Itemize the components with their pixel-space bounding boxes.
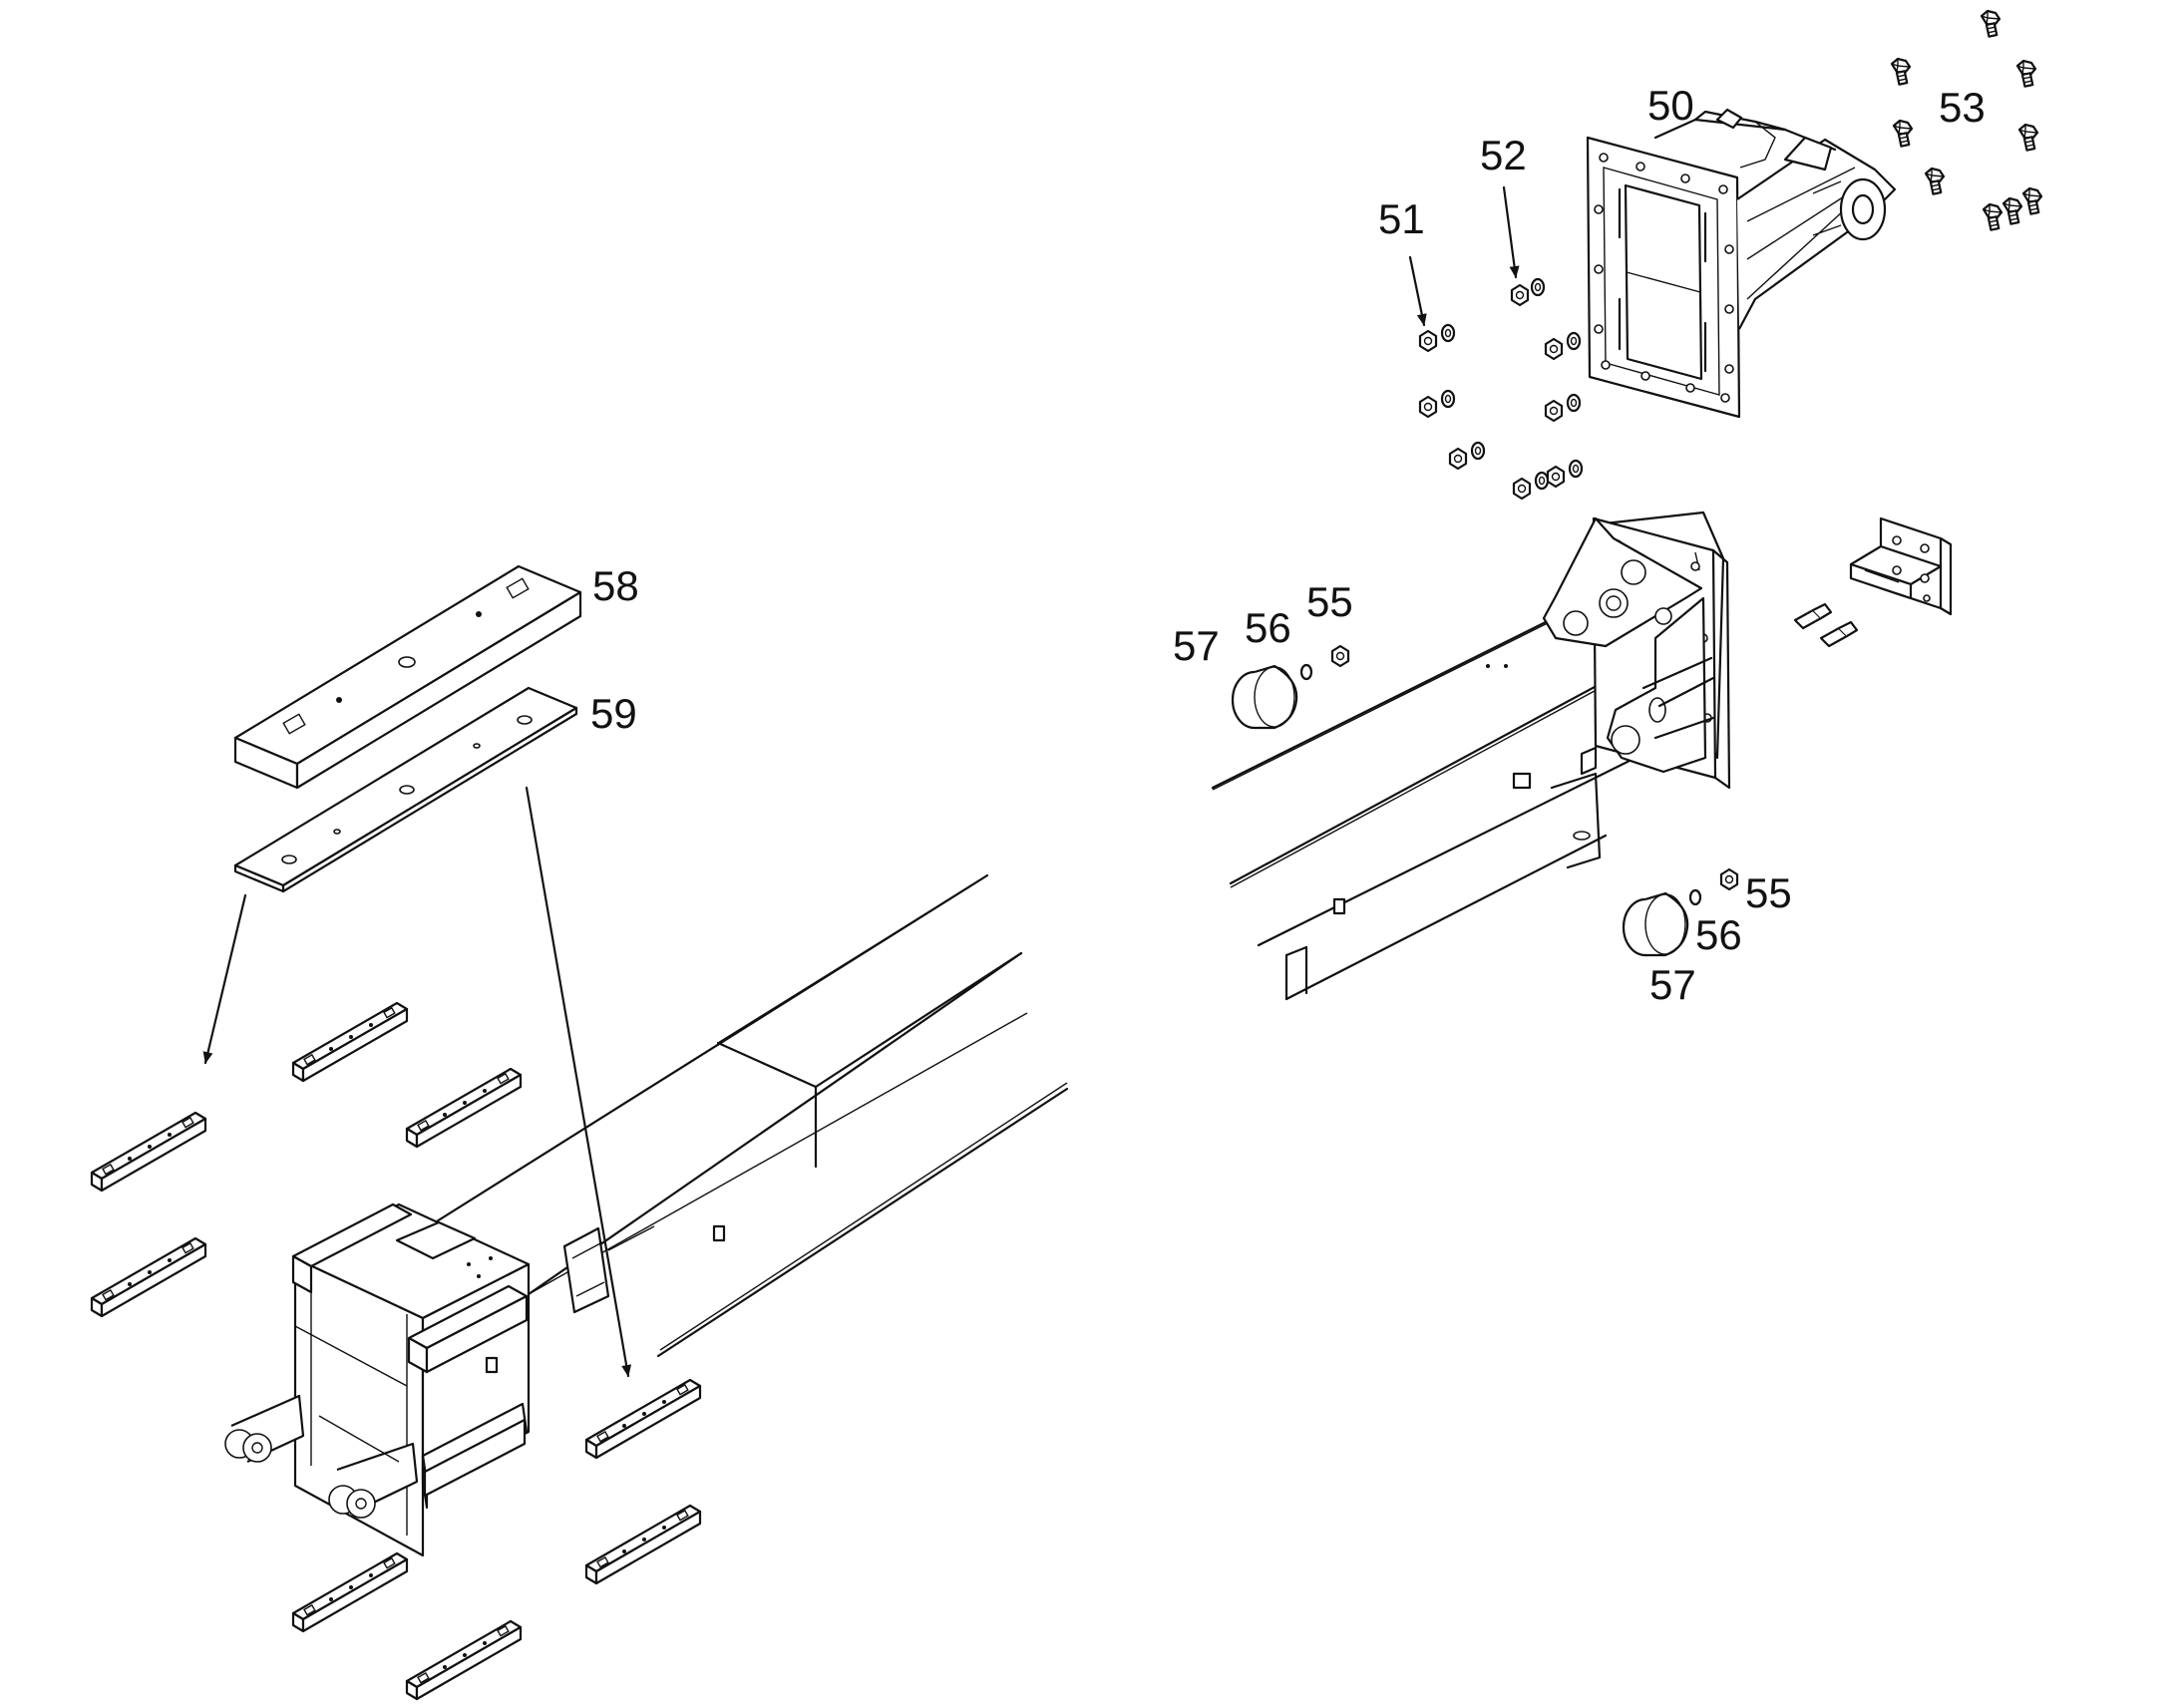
callout-59: 59 <box>590 690 637 737</box>
leader-pad-right <box>525 786 632 1378</box>
callout-50: 50 <box>1647 82 1694 129</box>
callout-52: 52 <box>1480 132 1527 178</box>
boom-section-left <box>224 873 1069 1557</box>
callout-53: 53 <box>1939 84 1986 131</box>
grease-fittings <box>1793 602 1859 648</box>
leader-52 <box>1502 185 1520 279</box>
callout-56-upper: 56 <box>1245 604 1291 651</box>
leader-pad-left <box>202 893 247 1065</box>
slide-pad-58 <box>233 564 582 790</box>
mounting-bracket <box>1849 516 1953 616</box>
nut-washer-set-51-52 <box>1418 277 1584 501</box>
shim-plate-59 <box>233 686 578 893</box>
cap-assembly-upper <box>1231 644 1350 730</box>
cap-assembly-lower <box>1622 867 1739 957</box>
callout-51: 51 <box>1378 195 1425 242</box>
flange-head-50 <box>1586 108 1897 419</box>
leader-51 <box>1408 255 1427 327</box>
callout-55-upper: 55 <box>1306 578 1353 625</box>
callout-55-lower: 55 <box>1745 869 1792 916</box>
callout-56-lower: 56 <box>1695 911 1742 958</box>
callout-57-lower: 57 <box>1649 961 1696 1008</box>
boom-section-right <box>1211 511 1731 1001</box>
callout-58: 58 <box>592 562 639 609</box>
callout-57-upper: 57 <box>1173 622 1220 669</box>
